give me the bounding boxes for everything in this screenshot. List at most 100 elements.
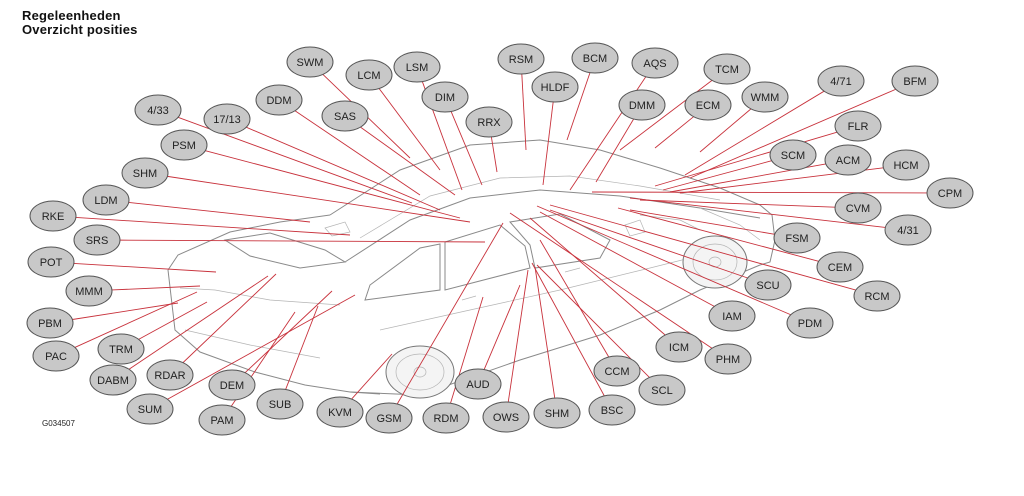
leader-line-pot — [73, 262, 217, 273]
car-illustration — [167, 139, 776, 399]
leader-line-psm — [205, 150, 461, 219]
module-bubble-shape — [817, 65, 865, 97]
module-bubble-shape — [465, 106, 513, 138]
module-bubble-shape — [703, 53, 751, 85]
module-label-bfm: BFM — [903, 76, 926, 88]
module-bubble-shape — [134, 94, 182, 126]
leader-line-dmm — [595, 118, 635, 183]
module-label-cpm: CPM — [938, 188, 962, 200]
module-bubble-shape — [73, 224, 121, 256]
leader-line-shm_top — [167, 175, 471, 223]
leader-line-mmm — [111, 285, 201, 291]
leader-line-bsc — [531, 262, 605, 397]
module-bubble-shape — [618, 89, 666, 121]
module-label-dem: DEM — [220, 380, 244, 392]
module-bubble-shape — [638, 374, 686, 406]
module-label-swm: SWM — [297, 57, 324, 69]
module-label-scl: SCL — [651, 385, 672, 397]
module-bubble-shape — [655, 331, 703, 363]
module-bubble-shape — [365, 402, 413, 434]
module-bubble-shape — [160, 129, 208, 161]
module-bubble-sas: SAS — [321, 100, 369, 132]
module-label-scu: SCU — [756, 280, 779, 292]
module-bubble-shape — [824, 144, 872, 176]
module-bubble-cvm: CVM — [834, 192, 882, 224]
module-bubble-m1713: 17/13 — [203, 103, 251, 135]
module-bubble-shape — [588, 394, 636, 426]
module-bubble-shape — [198, 404, 246, 436]
module-bubble-scu: SCU — [744, 269, 792, 301]
module-bubble-rcm: RCM — [853, 280, 901, 312]
module-bubble-trm: TRM — [97, 333, 145, 365]
leader-line-cpm — [591, 191, 928, 194]
module-bubble-tcm: TCM — [703, 53, 751, 85]
module-bubble-shape — [286, 46, 334, 78]
module-label-shm_bottom: SHM — [545, 408, 569, 420]
module-bubble-fsm: FSM — [773, 222, 821, 254]
module-bubble-shape — [82, 184, 130, 216]
module-label-sas: SAS — [334, 111, 356, 123]
module-bubble-shape — [32, 340, 80, 372]
module-label-psm: PSM — [172, 140, 196, 152]
module-label-bcm: BCM — [583, 53, 607, 65]
leader-line-rdar — [182, 273, 277, 363]
module-label-sub: SUB — [269, 399, 292, 411]
module-bubble-shape — [255, 84, 303, 116]
module-label-pot: POT — [40, 257, 63, 269]
module-label-lsm: LSM — [406, 62, 429, 74]
leader-line-cem — [617, 207, 819, 262]
module-label-lcm: LCM — [357, 70, 380, 82]
module-bubble-shape — [203, 103, 251, 135]
module-bubble-shape — [89, 364, 137, 396]
module-bubble-shape — [393, 51, 441, 83]
module-bubble-shape — [208, 369, 256, 401]
leader-line-ddm — [294, 110, 421, 196]
module-bubble-dem: DEM — [208, 369, 256, 401]
module-bubble-kvm: KVM — [316, 396, 364, 428]
module-label-bsc: BSC — [601, 405, 624, 417]
module-bubble-shape — [256, 388, 304, 420]
module-bubble-shape — [786, 307, 834, 339]
leader-line-ldm — [128, 201, 311, 223]
leader-line-bfm — [689, 88, 896, 179]
module-label-cvm: CVM — [846, 203, 870, 215]
module-bubble-aqs: AQS — [631, 47, 679, 79]
module-label-m431: 4/31 — [897, 225, 918, 237]
module-bubble-shape — [497, 43, 545, 75]
leader-line-iam — [539, 211, 715, 307]
module-bubble-sum: SUM — [126, 393, 174, 425]
module-label-aud: AUD — [466, 379, 489, 391]
module-label-ddm: DDM — [266, 95, 291, 107]
module-bubble-shape — [126, 393, 174, 425]
module-bubble-shape — [684, 89, 732, 121]
module-label-m471: 4/71 — [830, 76, 851, 88]
module-label-rsm: RSM — [509, 54, 533, 66]
module-bubble-rsm: RSM — [497, 43, 545, 75]
module-bubble-icm: ICM — [655, 331, 703, 363]
module-bubble-ddm: DDM — [255, 84, 303, 116]
module-label-ows: OWS — [493, 412, 519, 424]
module-bubble-flr: FLR — [834, 110, 882, 142]
module-bubble-shape — [926, 177, 974, 209]
module-label-dim: DIM — [435, 92, 455, 104]
module-bubble-shm_top: SHM — [121, 157, 169, 189]
module-bubble-dabm: DABM — [89, 364, 137, 396]
leader-line-ecm — [654, 116, 694, 149]
module-bubble-pam: PAM — [198, 404, 246, 436]
module-bubble-dim: DIM — [421, 81, 469, 113]
module-bubble-shape — [316, 396, 364, 428]
module-label-scm: SCM — [781, 150, 805, 162]
module-bubble-pbm: PBM — [26, 307, 74, 339]
module-bubble-m431: 4/31 — [884, 214, 932, 246]
module-bubble-ccm: CCM — [593, 355, 641, 387]
leader-line-rrx — [490, 136, 498, 173]
leader-line-pdm — [536, 205, 791, 316]
module-bubble-cpm: CPM — [926, 177, 974, 209]
module-label-ldm: LDM — [94, 195, 117, 207]
module-label-m1713: 17/13 — [213, 114, 241, 126]
leader-line-srs — [119, 239, 486, 243]
module-label-pam: PAM — [210, 415, 233, 427]
leader-line-dim — [450, 111, 483, 186]
module-label-srs: SRS — [86, 235, 109, 247]
module-bubble-shape — [773, 222, 821, 254]
